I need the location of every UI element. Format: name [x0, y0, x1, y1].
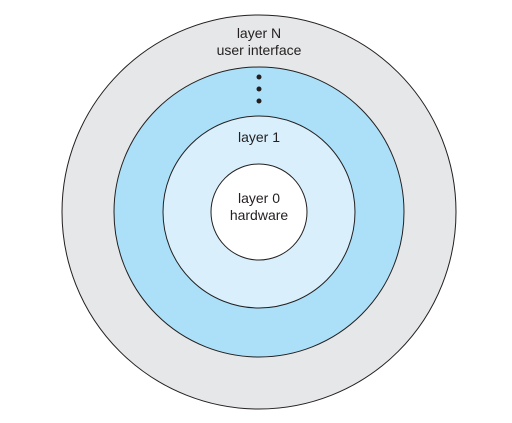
core-layer-name: layer 0: [238, 190, 280, 206]
outer-layer-role: user interface: [217, 42, 302, 58]
ellipsis-dot: [256, 86, 262, 92]
outer-layer-name: layer N: [237, 25, 281, 41]
ellipsis-dot: [256, 74, 262, 80]
core-circle-layer-0: [210, 163, 308, 261]
ellipsis-dot: [256, 98, 262, 104]
middle-layer-name: layer 1: [238, 129, 280, 145]
ellipsis-dots: [256, 74, 262, 104]
core-layer-role: hardware: [230, 207, 289, 223]
